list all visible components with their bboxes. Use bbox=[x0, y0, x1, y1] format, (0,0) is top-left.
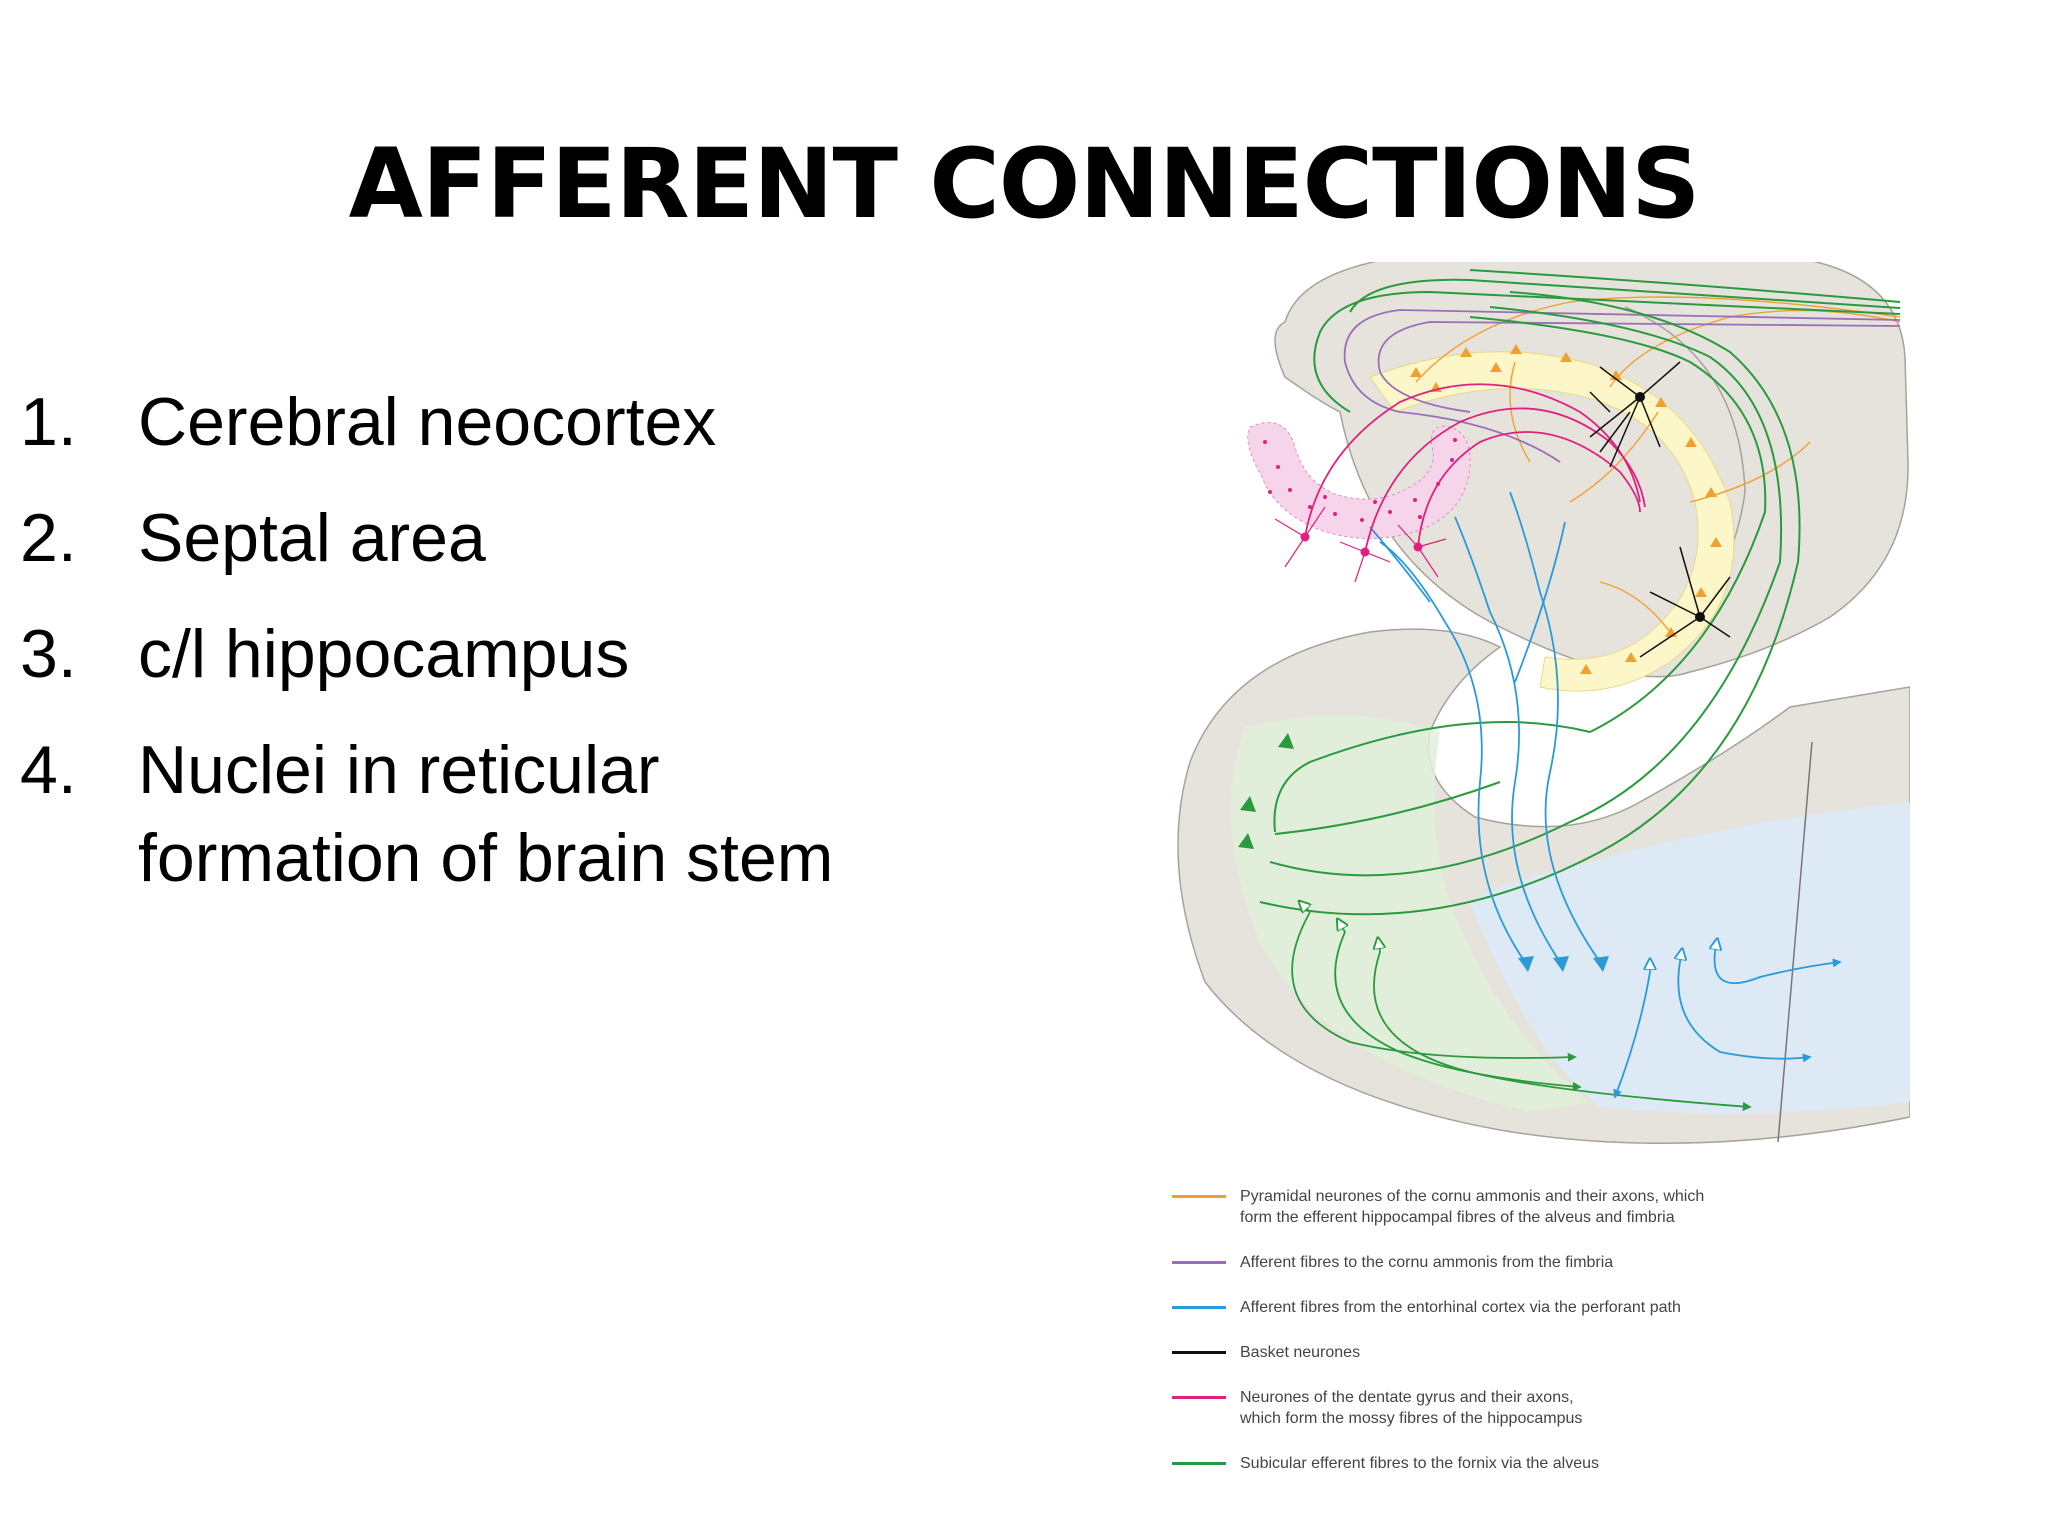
list-item: 2. Septal area bbox=[20, 494, 833, 582]
legend-swatch bbox=[1172, 1261, 1226, 1264]
hippocampus-diagram bbox=[1177, 262, 1910, 1145]
basket-neurones bbox=[1589, 361, 1731, 658]
diagram-legend: Pyramidal neurones of the cornu ammonis … bbox=[1172, 1186, 1772, 1498]
legend-swatch bbox=[1172, 1306, 1226, 1309]
list-item: 1. Cerebral neocortex bbox=[20, 378, 833, 466]
legend-swatch bbox=[1172, 1462, 1226, 1465]
mossy-fibres bbox=[1304, 383, 1646, 553]
dentate-dendrites bbox=[1274, 506, 1447, 583]
list-number: 2. bbox=[20, 500, 77, 576]
subicular-neurones bbox=[1238, 733, 1294, 849]
perforant-arrowheads bbox=[1518, 956, 1609, 972]
cornu-ammonis-band bbox=[1369, 351, 1735, 692]
lower-green-fibres bbox=[1291, 902, 1752, 1111]
legend-item: Afferent fibres to the cornu ammonis fro… bbox=[1172, 1252, 1772, 1297]
page-title: AFFERENT CONNECTIONS bbox=[348, 128, 1701, 240]
legend-label: Afferent fibres from the entorhinal cort… bbox=[1240, 1299, 1681, 1316]
legend-swatch bbox=[1172, 1396, 1226, 1399]
list-item-text: Cerebral neocortex bbox=[138, 384, 717, 460]
list-number: 3. bbox=[20, 616, 77, 692]
list-number: 4. bbox=[20, 732, 77, 808]
legend-item: Neurones of the dentate gyrus and their … bbox=[1172, 1387, 1772, 1453]
legend-label: Pyramidal neurones of the cornu ammonis … bbox=[1240, 1188, 1705, 1226]
legend-item: Basket neurones bbox=[1172, 1342, 1772, 1387]
pyramidal-cells bbox=[1410, 344, 1722, 674]
list-item-text: Septal area bbox=[138, 500, 486, 576]
legend-item: Subicular efferent fibres to the fornix … bbox=[1172, 1453, 1772, 1498]
legend-swatch bbox=[1172, 1351, 1226, 1354]
legend-label: Basket neurones bbox=[1240, 1344, 1361, 1361]
dentate-dots bbox=[1263, 438, 1457, 522]
legend-label: Subicular efferent fibres to the fornix … bbox=[1240, 1455, 1600, 1472]
perforant-path-fibres bbox=[1369, 491, 1601, 963]
legend-label: Afferent fibres to the cornu ammonis fro… bbox=[1240, 1254, 1614, 1271]
list-item-text: formation of brain stem bbox=[138, 820, 834, 896]
list-item: 4. Nuclei in reticular formation of brai… bbox=[20, 726, 833, 902]
list-number: 1. bbox=[20, 384, 77, 460]
legend-label: Neurones of the dentate gyrus and their … bbox=[1240, 1389, 1583, 1427]
lower-blue-fibres bbox=[1613, 940, 1842, 1099]
legend-swatch bbox=[1172, 1195, 1226, 1198]
legend-item: Afferent fibres from the entorhinal cort… bbox=[1172, 1297, 1772, 1342]
dentate-gyrus bbox=[1247, 422, 1471, 539]
list-item: 3. c/l hippocampus bbox=[20, 610, 833, 698]
subiculum-region bbox=[1230, 715, 1590, 1112]
section-line bbox=[1777, 741, 1813, 1143]
list-item-text: c/l hippocampus bbox=[138, 616, 630, 692]
afferent-source-list: 1. Cerebral neocortex 2. Septal area 3. … bbox=[20, 378, 833, 930]
subicular-efferent-fibres bbox=[1259, 269, 1901, 916]
list-item-text: Nuclei in reticular bbox=[138, 732, 660, 808]
legend-item: Pyramidal neurones of the cornu ammonis … bbox=[1172, 1186, 1772, 1252]
